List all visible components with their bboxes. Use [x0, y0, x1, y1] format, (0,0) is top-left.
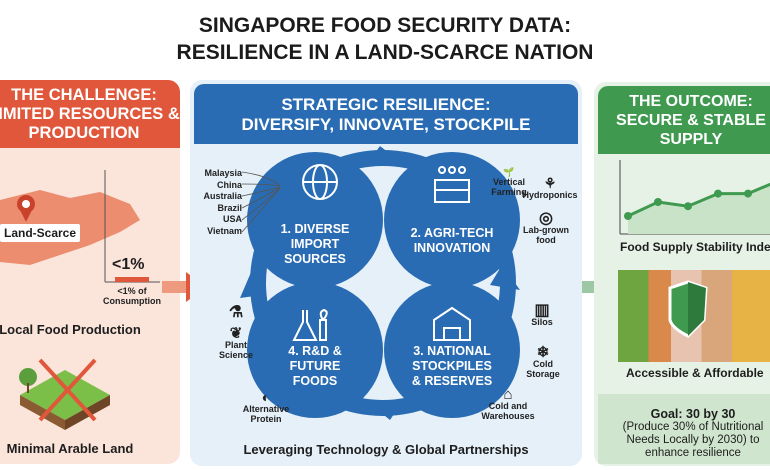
- globe-icon: [302, 164, 338, 200]
- flask-icon: [292, 308, 328, 341]
- chart-point: [684, 202, 692, 211]
- local-production-label: Local Food Production: [0, 322, 141, 337]
- hydroponics-label: ⚘Hydroponics: [522, 175, 578, 200]
- vertical-farming-label: 🌱Vertical Farming: [491, 167, 527, 197]
- stability-chart: [619, 160, 770, 235]
- chart-area: [628, 184, 770, 234]
- location-pin-icon: [17, 195, 35, 222]
- chart-point: [714, 189, 722, 198]
- chart-point: [744, 189, 752, 198]
- chart-point: [624, 212, 632, 220]
- chart-label: Food Supply Stability Index: [620, 240, 770, 254]
- arable-land-label: Minimal Arable Land: [6, 441, 134, 456]
- cross-icon: [38, 358, 97, 422]
- strategy-cycle: [240, 146, 520, 420]
- country-connector-lines: [241, 171, 281, 233]
- strategy-footer: Leveraging Technology & Global Partnersh…: [243, 442, 529, 457]
- page-title: SINGAPORE FOOD SECURITY DATA: RESILIENCE…: [176, 14, 594, 64]
- warehouse-icon: [433, 306, 471, 341]
- goal-box: Goal: 30 by 30 (Produce 30% of Nutrition…: [598, 394, 770, 464]
- chart-point: [654, 198, 662, 206]
- strategy-header: STRATEGIC RESILIENCE: DIVERSIFY, INNOVAT…: [194, 84, 578, 144]
- arable-land-icon: [19, 358, 110, 430]
- market-image: [618, 270, 770, 362]
- land-scarce-label: Land-Scarce: [0, 224, 81, 242]
- challenge-header: THE CHALLENGE: LIMITED RESOURCES & PRODU…: [0, 80, 180, 148]
- image-label: Accessible & Affordable: [626, 366, 764, 380]
- shield-icon: [668, 280, 708, 338]
- production-bar: [115, 277, 149, 282]
- vertical-farm-icon: [434, 166, 470, 203]
- stat-value: <1%: [112, 256, 145, 273]
- silos-label: ▥Silos: [531, 302, 553, 328]
